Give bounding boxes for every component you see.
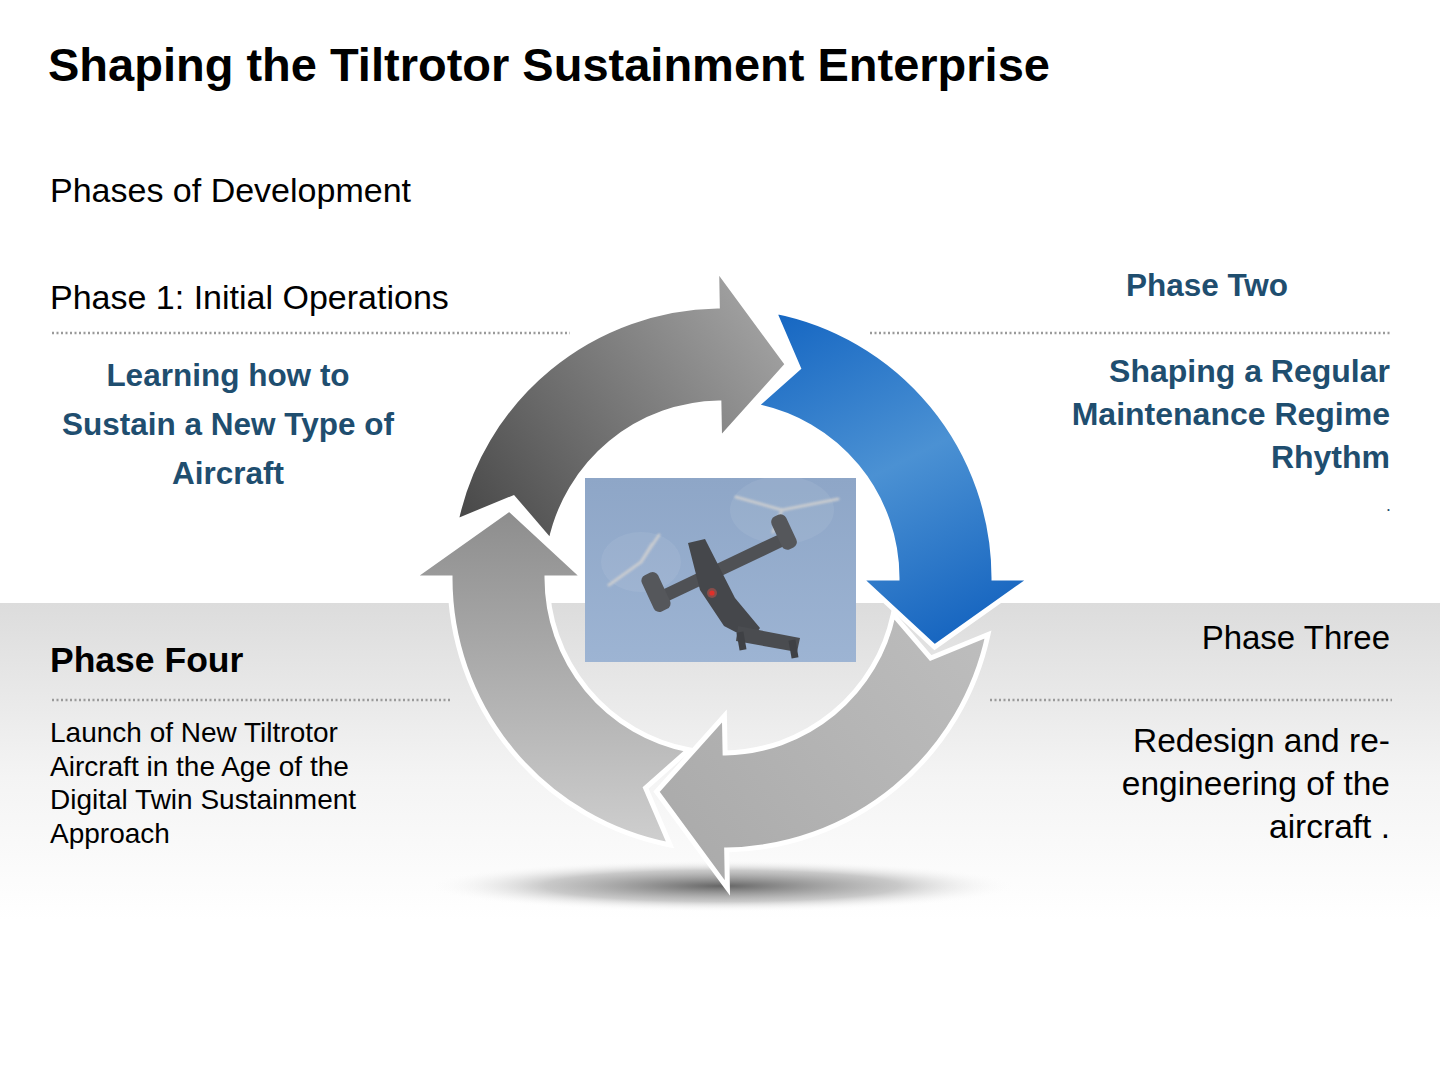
dotted-divider [870,332,1392,335]
phase-heading: Phase 1: Initial Operations [50,277,475,317]
aircraft-nacelle [769,512,799,551]
phase-block: Phase FourLaunch of New Tiltrotor Aircra… [46,630,450,870]
aircraft-fuselage [688,539,760,640]
background-band [0,603,1440,1080]
rotor-blade [641,535,659,562]
phase-block: Phase ThreeRedesign and re- engineering … [1090,610,1392,850]
aircraft-fin [736,631,746,650]
phase-description: Learning how to Sustain a New Type of Ai… [53,351,403,498]
beacon-glow [707,588,717,598]
dotted-divider [52,332,570,335]
phase-block: Phase 1: Initial OperationsLearning how … [46,265,478,525]
cycle-arrows [412,268,1032,888]
aircraft-fin [788,639,798,658]
phase-heading: Phase Two [1040,265,1374,305]
rotor-blade [609,562,641,585]
section-label: Phases of Development [50,170,650,210]
trailing-mark: . [1050,500,1390,514]
divider-lines [52,333,1392,700]
rotor-blade [641,544,652,562]
dotted-divider [990,699,1392,702]
cycle-arrow [412,509,689,845]
beacon-light [709,590,714,595]
phase-description: Shaping a Regular Maintenance Regime Rhy… [1050,350,1390,479]
aircraft-nacelle [639,570,672,614]
phase-block: Phase TwoShaping a Regular Maintenance R… [1040,255,1392,525]
slide-title: Shaping the Tiltrotor Sustainment Enterp… [48,37,1248,93]
rotor-disc [601,532,681,592]
phase-heading: Phase Four [50,639,440,681]
dotted-divider [52,699,452,702]
rotor-blade [782,499,838,510]
phase-heading: Phase Three [1090,618,1390,658]
phase-description: Launch of New Tiltrotor Aircraft in the … [50,716,380,851]
rotor-blade [736,497,782,510]
aircraft-photo [585,478,856,662]
phase-description: Redesign and re- engineering of the airc… [1090,719,1390,848]
